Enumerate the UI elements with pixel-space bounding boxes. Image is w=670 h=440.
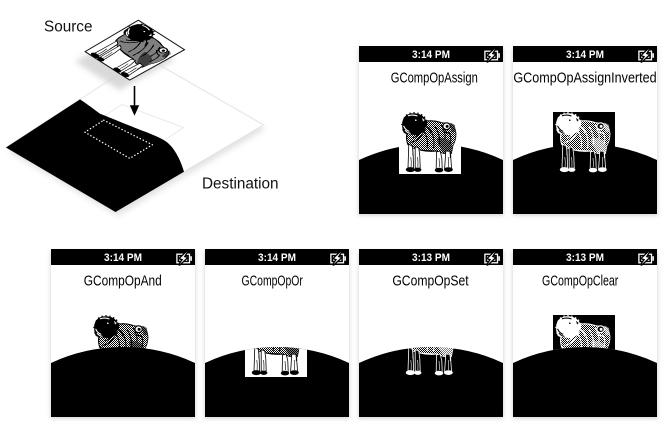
svg-text:GCompOpClear: GCompOpClear xyxy=(542,273,618,290)
svg-text:GCompOpOr: GCompOpOr xyxy=(242,273,303,290)
svg-text:3:14 PM: 3:14 PM xyxy=(412,49,450,61)
svg-text:3:14 PM: 3:14 PM xyxy=(258,252,296,264)
svg-text:Source: Source xyxy=(44,19,92,36)
svg-text:3:14 PM: 3:14 PM xyxy=(104,252,142,264)
svg-text:GCompOpSet: GCompOpSet xyxy=(392,273,469,290)
svg-text:3:13 PM: 3:13 PM xyxy=(566,252,604,264)
svg-text:GCompOpAssign: GCompOpAssign xyxy=(391,70,478,87)
svg-text:Destination: Destination xyxy=(202,175,279,192)
svg-text:GCompOpAnd: GCompOpAnd xyxy=(84,273,162,290)
svg-text:3:14 PM: 3:14 PM xyxy=(566,49,604,61)
svg-text:3:13 PM: 3:13 PM xyxy=(412,252,450,264)
svg-text:GCompOpAssignInverted: GCompOpAssignInverted xyxy=(513,70,656,87)
